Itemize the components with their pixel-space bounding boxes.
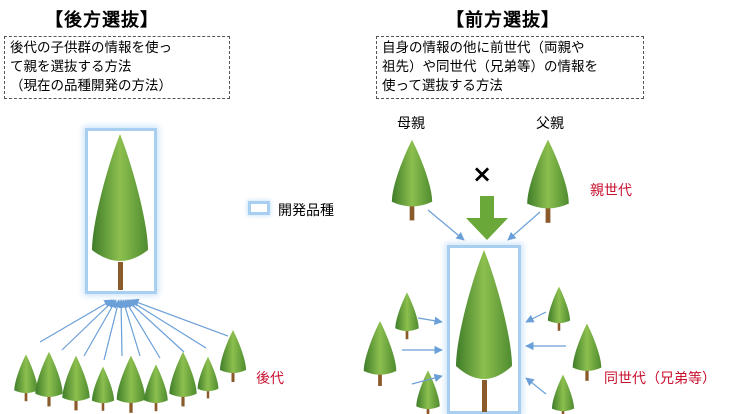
backward-selection-description: 後代の子供群の情報を使っ て親を選抜する方法 （現在の品種開発の方法）	[4, 36, 230, 99]
forward-selection-description: 自身の情報の他に前世代（両親や 祖先）や同世代（兄弟等）の情報を 使って選抜する…	[376, 36, 644, 99]
desc-line: 祖先）や同世代（兄弟等）の情報を	[382, 59, 598, 75]
desc-line: （現在の品種開発の方法）	[10, 78, 172, 94]
backward-selection-title: 【後方選抜】	[45, 10, 159, 31]
cross-mark: ×	[472, 160, 493, 188]
parent-generation-label: 親世代	[590, 183, 632, 199]
selected-individual-tree	[456, 250, 512, 412]
desc-line: 自身の情報の他に前世代（両親や	[382, 40, 585, 56]
selected-parent-tree	[92, 134, 148, 290]
sibling-generation-label: 同世代（兄弟等）	[604, 371, 716, 387]
mother-label: 母親	[397, 116, 425, 132]
desc-line: て親を選抜する方法	[10, 59, 132, 75]
offspring-trees	[14, 330, 246, 413]
green-down-arrow	[466, 196, 508, 240]
legend-swatch	[248, 201, 270, 215]
forward-selection-title: 【前方選抜】	[446, 10, 560, 31]
desc-line: 使って選抜する方法	[382, 78, 503, 94]
parent-arrows	[427, 209, 541, 241]
sibling-arrows	[402, 311, 566, 395]
father-label: 父親	[536, 116, 564, 132]
offspring-arrows	[39, 298, 229, 361]
desc-line: 後代の子供群の情報を使っ	[10, 40, 172, 56]
legend-label: 開発品種	[278, 203, 334, 219]
offspring-label: 後代	[256, 371, 284, 387]
